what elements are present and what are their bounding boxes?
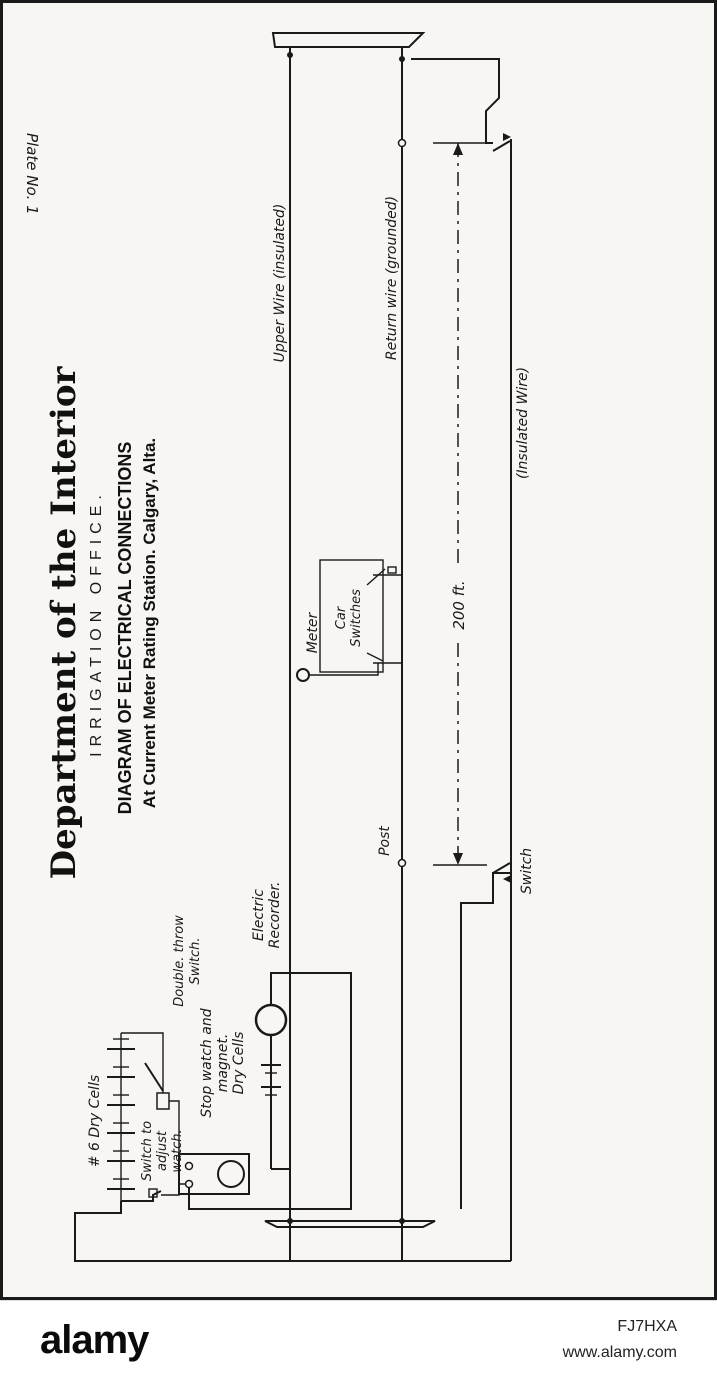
car-switch-arm-a: [366, 568, 386, 586]
stop-watch-dial: [217, 1160, 245, 1188]
stop-watch-terminal-2: [184, 1179, 194, 1189]
dim-arrow-bottom: [453, 853, 463, 865]
top-switch-contact: [503, 133, 511, 141]
outer-loop-wire: [74, 1201, 511, 1262]
return-wire-label: Return wire (grounded): [384, 196, 400, 360]
double-throw-label-1: Double. throw: [172, 915, 187, 1007]
stopwatch-label-2: magnet.: [215, 1034, 231, 1093]
return-wire-joint-bottom: [399, 1218, 405, 1224]
top-post-crossbar: [271, 32, 426, 48]
car-switches-label-1: Car: [334, 605, 349, 629]
meter-lead: [309, 663, 379, 676]
post-marker: [397, 858, 407, 868]
upper-wire-joint-bottom: [287, 1218, 293, 1224]
car-switch-arm-b: [366, 652, 384, 662]
switch-adjust-label-3: watch.: [170, 1129, 185, 1172]
upper-wire-joint-top: [287, 52, 293, 58]
switch-adjust-label-2: adjust: [155, 1130, 170, 1171]
switch-adjust-label-1: Switch to: [140, 1121, 155, 1181]
dry-cells-label: # 6 Dry Cells: [87, 1075, 103, 1167]
recorder-lead-top: [270, 972, 352, 1210]
location-caption: At Current Meter Rating Station. Calgary…: [140, 438, 159, 808]
dry-cells-bank: [107, 1038, 135, 1190]
car-switches-label-2: Switches: [349, 589, 364, 647]
meter-label: Meter: [305, 611, 321, 653]
lower-switch-lever: [492, 862, 511, 874]
lower-switch-wire: [460, 872, 511, 1209]
switch-label: Switch: [519, 848, 535, 894]
insulated-wire-label: (Insulated Wire): [515, 367, 531, 479]
electric-recorder-label-1: Electric: [251, 889, 267, 941]
top-post-marker: [397, 138, 407, 148]
distance-label: 200 ft.: [450, 580, 468, 629]
watermark-image-id: FJ7HXA: [617, 1318, 677, 1335]
double-throw-switch: [156, 1092, 170, 1110]
insulated-wire: [411, 58, 500, 144]
car-switch-contact: [387, 566, 397, 574]
dim-arrow-top: [453, 143, 463, 155]
post-label: Post: [377, 826, 393, 856]
stop-watch-box: [178, 1153, 250, 1195]
double-throw-lead: [169, 1100, 180, 1154]
stop-watch-return-lead: [188, 1188, 290, 1210]
watermark-url: www.alamy.com: [562, 1344, 677, 1361]
car-box: [319, 559, 384, 673]
stopwatch-label-1: Stop watch and: [199, 1008, 215, 1117]
diagram-heading: DIAGRAM OF ELECTRICAL CONNECTIONS: [115, 442, 135, 815]
department-title: Department of the Interior: [44, 366, 84, 880]
electric-recorder-label-2: Recorder.: [267, 882, 283, 949]
adjust-switch-contact: [148, 1188, 158, 1198]
office-subtitle: IRRIGATION OFFICE.: [88, 489, 105, 757]
adjust-switch: [121, 1190, 162, 1202]
upper-wire-label: Upper Wire (insulated): [272, 204, 288, 363]
double-throw-label-2: Switch.: [188, 937, 203, 984]
watermark-brand: alamy: [40, 1318, 149, 1362]
stopwatch-label-3: Dry Cells: [231, 1032, 247, 1095]
double-throw-blade: [144, 1062, 164, 1092]
stop-watch-terminal-1: [184, 1161, 194, 1171]
electric-recorder: [254, 1003, 288, 1037]
plate-sheet: Plate No. 1 Department of the Interior I…: [0, 0, 717, 1300]
plate-label: Plate No. 1: [23, 133, 41, 215]
meter-terminal: [296, 668, 310, 682]
adjust-switch-lead: [161, 1183, 185, 1196]
watermark-footer: [0, 1300, 717, 1391]
double-throw-frame: [121, 1032, 164, 1093]
top-switch-lever: [492, 140, 511, 152]
wiring-diagram: Plate No. 1 Department of the Interior I…: [23, 32, 535, 1262]
return-wire-joint-top: [399, 56, 405, 62]
lower-switch-contact: [503, 875, 511, 883]
bottom-post-crossbar: [264, 1220, 436, 1228]
